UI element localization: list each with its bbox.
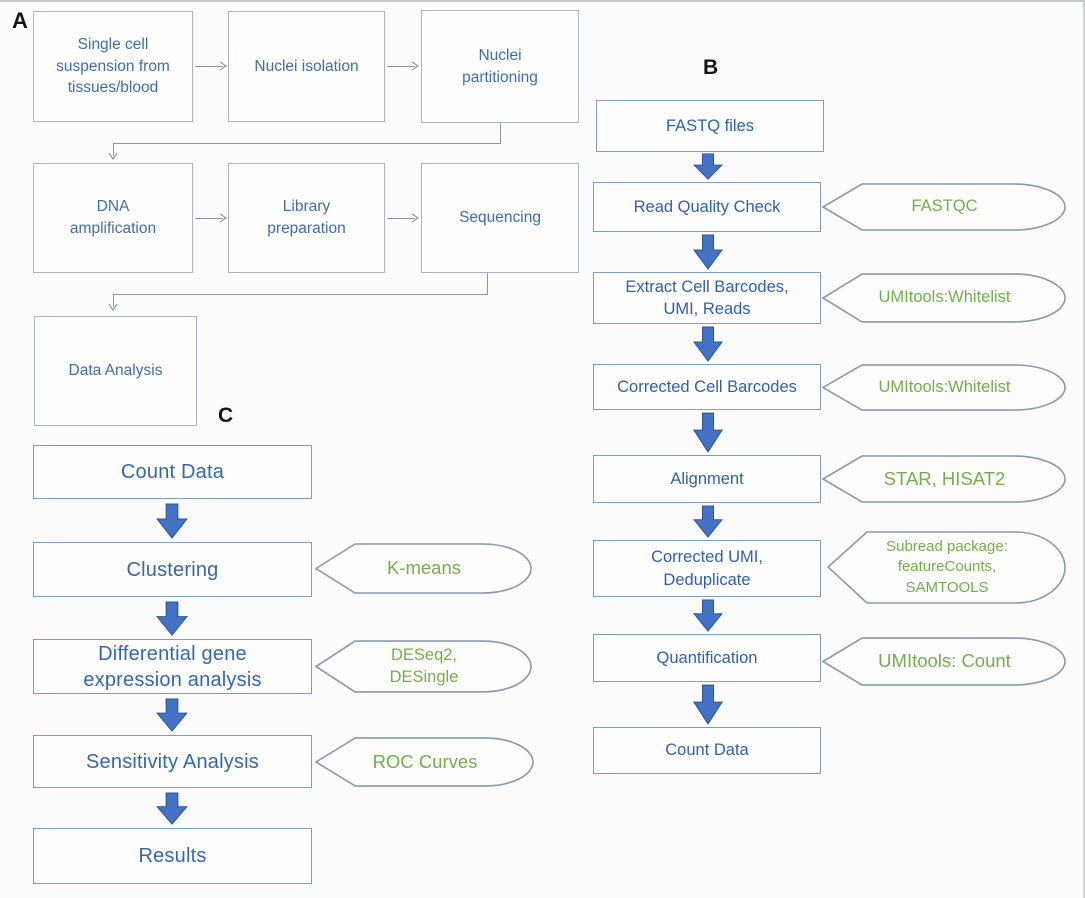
tool-tag-subread-package: Subread package: featureCounts, SAMTOOLS	[827, 529, 1067, 606]
tool-tag-label: FASTQC	[911, 197, 978, 216]
arrow-down-icon	[155, 698, 189, 732]
tool-tag-shape	[827, 531, 1066, 604]
arrow-right-icon	[411, 61, 419, 71]
figure-right-edge	[1083, 0, 1085, 898]
flow-box-sequencing: Sequencing	[421, 163, 579, 273]
flow-box-label: Sequencing	[459, 209, 541, 227]
arrow-down-icon	[692, 599, 724, 632]
arrow-down-icon	[692, 326, 724, 362]
arrow-down-icon	[692, 412, 724, 453]
tool-tag-shape	[822, 637, 1066, 686]
tool-tag-shape	[822, 183, 1066, 231]
arrow-right-icon	[219, 61, 227, 71]
flow-box-library-preparation: Library preparation	[228, 163, 385, 273]
arrow-down-icon	[155, 792, 189, 825]
flow-box-dna-amplification: DNA amplification	[33, 163, 193, 273]
flow-box-label: Sensitivity Analysis	[86, 750, 259, 773]
flow-box-label: Count Data	[665, 741, 749, 760]
flow-box-label: Alignment	[670, 469, 744, 488]
connector-line	[113, 294, 488, 295]
flow-box-sensitivity-analysis: Sensitivity Analysis	[33, 735, 312, 788]
flow-box-label: Quantification	[656, 648, 758, 667]
tool-tag-label: K-means	[386, 557, 462, 579]
arrow-down-icon	[692, 234, 724, 270]
connector-line	[113, 143, 501, 144]
tool-tag-label: UMItools:Whitelist	[878, 288, 1011, 307]
arrow-down-icon	[108, 303, 118, 311]
tool-tag-umitools-whitelist: UMItools:Whitelist	[822, 272, 1067, 324]
tool-tag-label: Subread package: featureCounts, SAMTOOLS	[886, 538, 1008, 596]
flow-box-extract-cell-barcodes: Extract Cell Barcodes, UMI, Reads	[593, 272, 821, 324]
connector-line	[387, 66, 415, 67]
flow-box-label: Corrected Cell Barcodes	[617, 377, 797, 396]
arrow-down-icon	[692, 505, 724, 538]
connector-line	[195, 66, 223, 67]
flow-box-label: DNA amplification	[69, 198, 157, 237]
flow-box-label: Data Analysis	[68, 362, 163, 380]
flow-box-label: Single cell suspension from tissues/bloo…	[56, 35, 170, 97]
flow-box-differential-expression: Differential gene expression analysis	[33, 639, 312, 694]
connector-line	[195, 218, 223, 219]
flow-box-label: Count Data	[120, 461, 225, 483]
tool-tag-kmeans: K-means	[315, 542, 533, 595]
connector-line	[113, 294, 114, 307]
arrow-right-icon	[411, 213, 419, 223]
arrow-down-icon	[692, 153, 724, 180]
tool-tag-star-hisat2: STAR, HISAT2	[822, 454, 1067, 504]
panel-a-label: A	[12, 8, 28, 33]
tool-tag-label: DESeq2, DESingle	[389, 646, 459, 686]
arrow-right-icon	[219, 213, 227, 223]
flow-box-label: Clustering	[126, 558, 219, 581]
panel-b-label: B	[703, 56, 719, 79]
flow-box-data-analysis: Data Analysis	[34, 316, 197, 426]
flow-box-count-data-b: Count Data	[593, 727, 821, 774]
flow-box-label: Read Quality Check	[633, 197, 781, 216]
flow-box-count-data-c: Count Data	[33, 445, 312, 499]
flow-box-results: Results	[33, 828, 312, 884]
tool-tag-label: STAR, HISAT2	[883, 467, 1006, 489]
flow-box-quantification: Quantification	[593, 634, 821, 682]
flow-box-read-quality-check: Read Quality Check	[593, 182, 821, 232]
flow-box-fastq-files: FASTQ files	[596, 100, 824, 152]
flow-box-label: Nuclei isolation	[254, 57, 359, 75]
tool-tag-label: ROC Curves	[372, 750, 478, 772]
connector-line	[500, 123, 501, 144]
flow-box-label: Library preparation	[267, 198, 346, 237]
tool-tag-umitools-count: UMItools: Count	[822, 636, 1067, 687]
arrow-down-icon	[692, 684, 724, 725]
connector-line	[113, 143, 114, 156]
flow-box-label: Corrected UMI, Deduplicate	[651, 548, 763, 589]
flow-box-single-cell-suspension: Single cell suspension from tissues/bloo…	[33, 11, 193, 122]
flow-box-label: FASTQ files	[665, 116, 755, 135]
arrow-down-icon	[155, 601, 189, 636]
flow-box-corrected-cell-barcodes: Corrected Cell Barcodes	[593, 364, 821, 410]
flow-box-label: Differential gene expression analysis	[83, 642, 262, 691]
tool-tag-shape	[822, 364, 1066, 411]
flow-box-nuclei-partitioning: Nuclei partitioning	[421, 10, 579, 123]
tool-tag-roc-curves: ROC Curves	[315, 736, 535, 788]
arrow-down-icon	[108, 152, 118, 160]
flow-box-label: Extract Cell Barcodes, UMI, Reads	[625, 277, 789, 318]
arrow-down-icon	[155, 503, 189, 539]
tool-tag-shape	[822, 273, 1066, 323]
tool-tag-fastqc: FASTQC	[822, 182, 1067, 232]
flow-box-alignment: Alignment	[593, 455, 821, 503]
tool-tag-shape	[315, 543, 532, 594]
flow-box-nuclei-isolation: Nuclei isolation	[228, 11, 385, 122]
connector-line	[387, 218, 415, 219]
tool-tag-deseq2-desingle: DESeq2, DESingle	[315, 639, 533, 694]
tool-tag-shape	[315, 640, 532, 693]
flow-box-corrected-umi-deduplicate: Corrected UMI, Deduplicate	[593, 540, 821, 597]
flow-box-clustering: Clustering	[33, 542, 312, 597]
flow-box-label: Nuclei partitioning	[462, 46, 538, 86]
connector-line	[487, 273, 488, 295]
tool-tag-shape	[822, 455, 1066, 503]
flow-box-label: Results	[138, 845, 207, 867]
tool-tag-umitools-whitelist: UMItools:Whitelist	[822, 363, 1067, 412]
tool-tag-label: UMItools: Count	[878, 650, 1011, 672]
tool-tag-shape	[315, 737, 534, 787]
figure-top-edge	[0, 0, 1085, 2]
tool-tag-label: UMItools:Whitelist	[878, 377, 1011, 396]
panel-c-label: C	[218, 404, 234, 427]
